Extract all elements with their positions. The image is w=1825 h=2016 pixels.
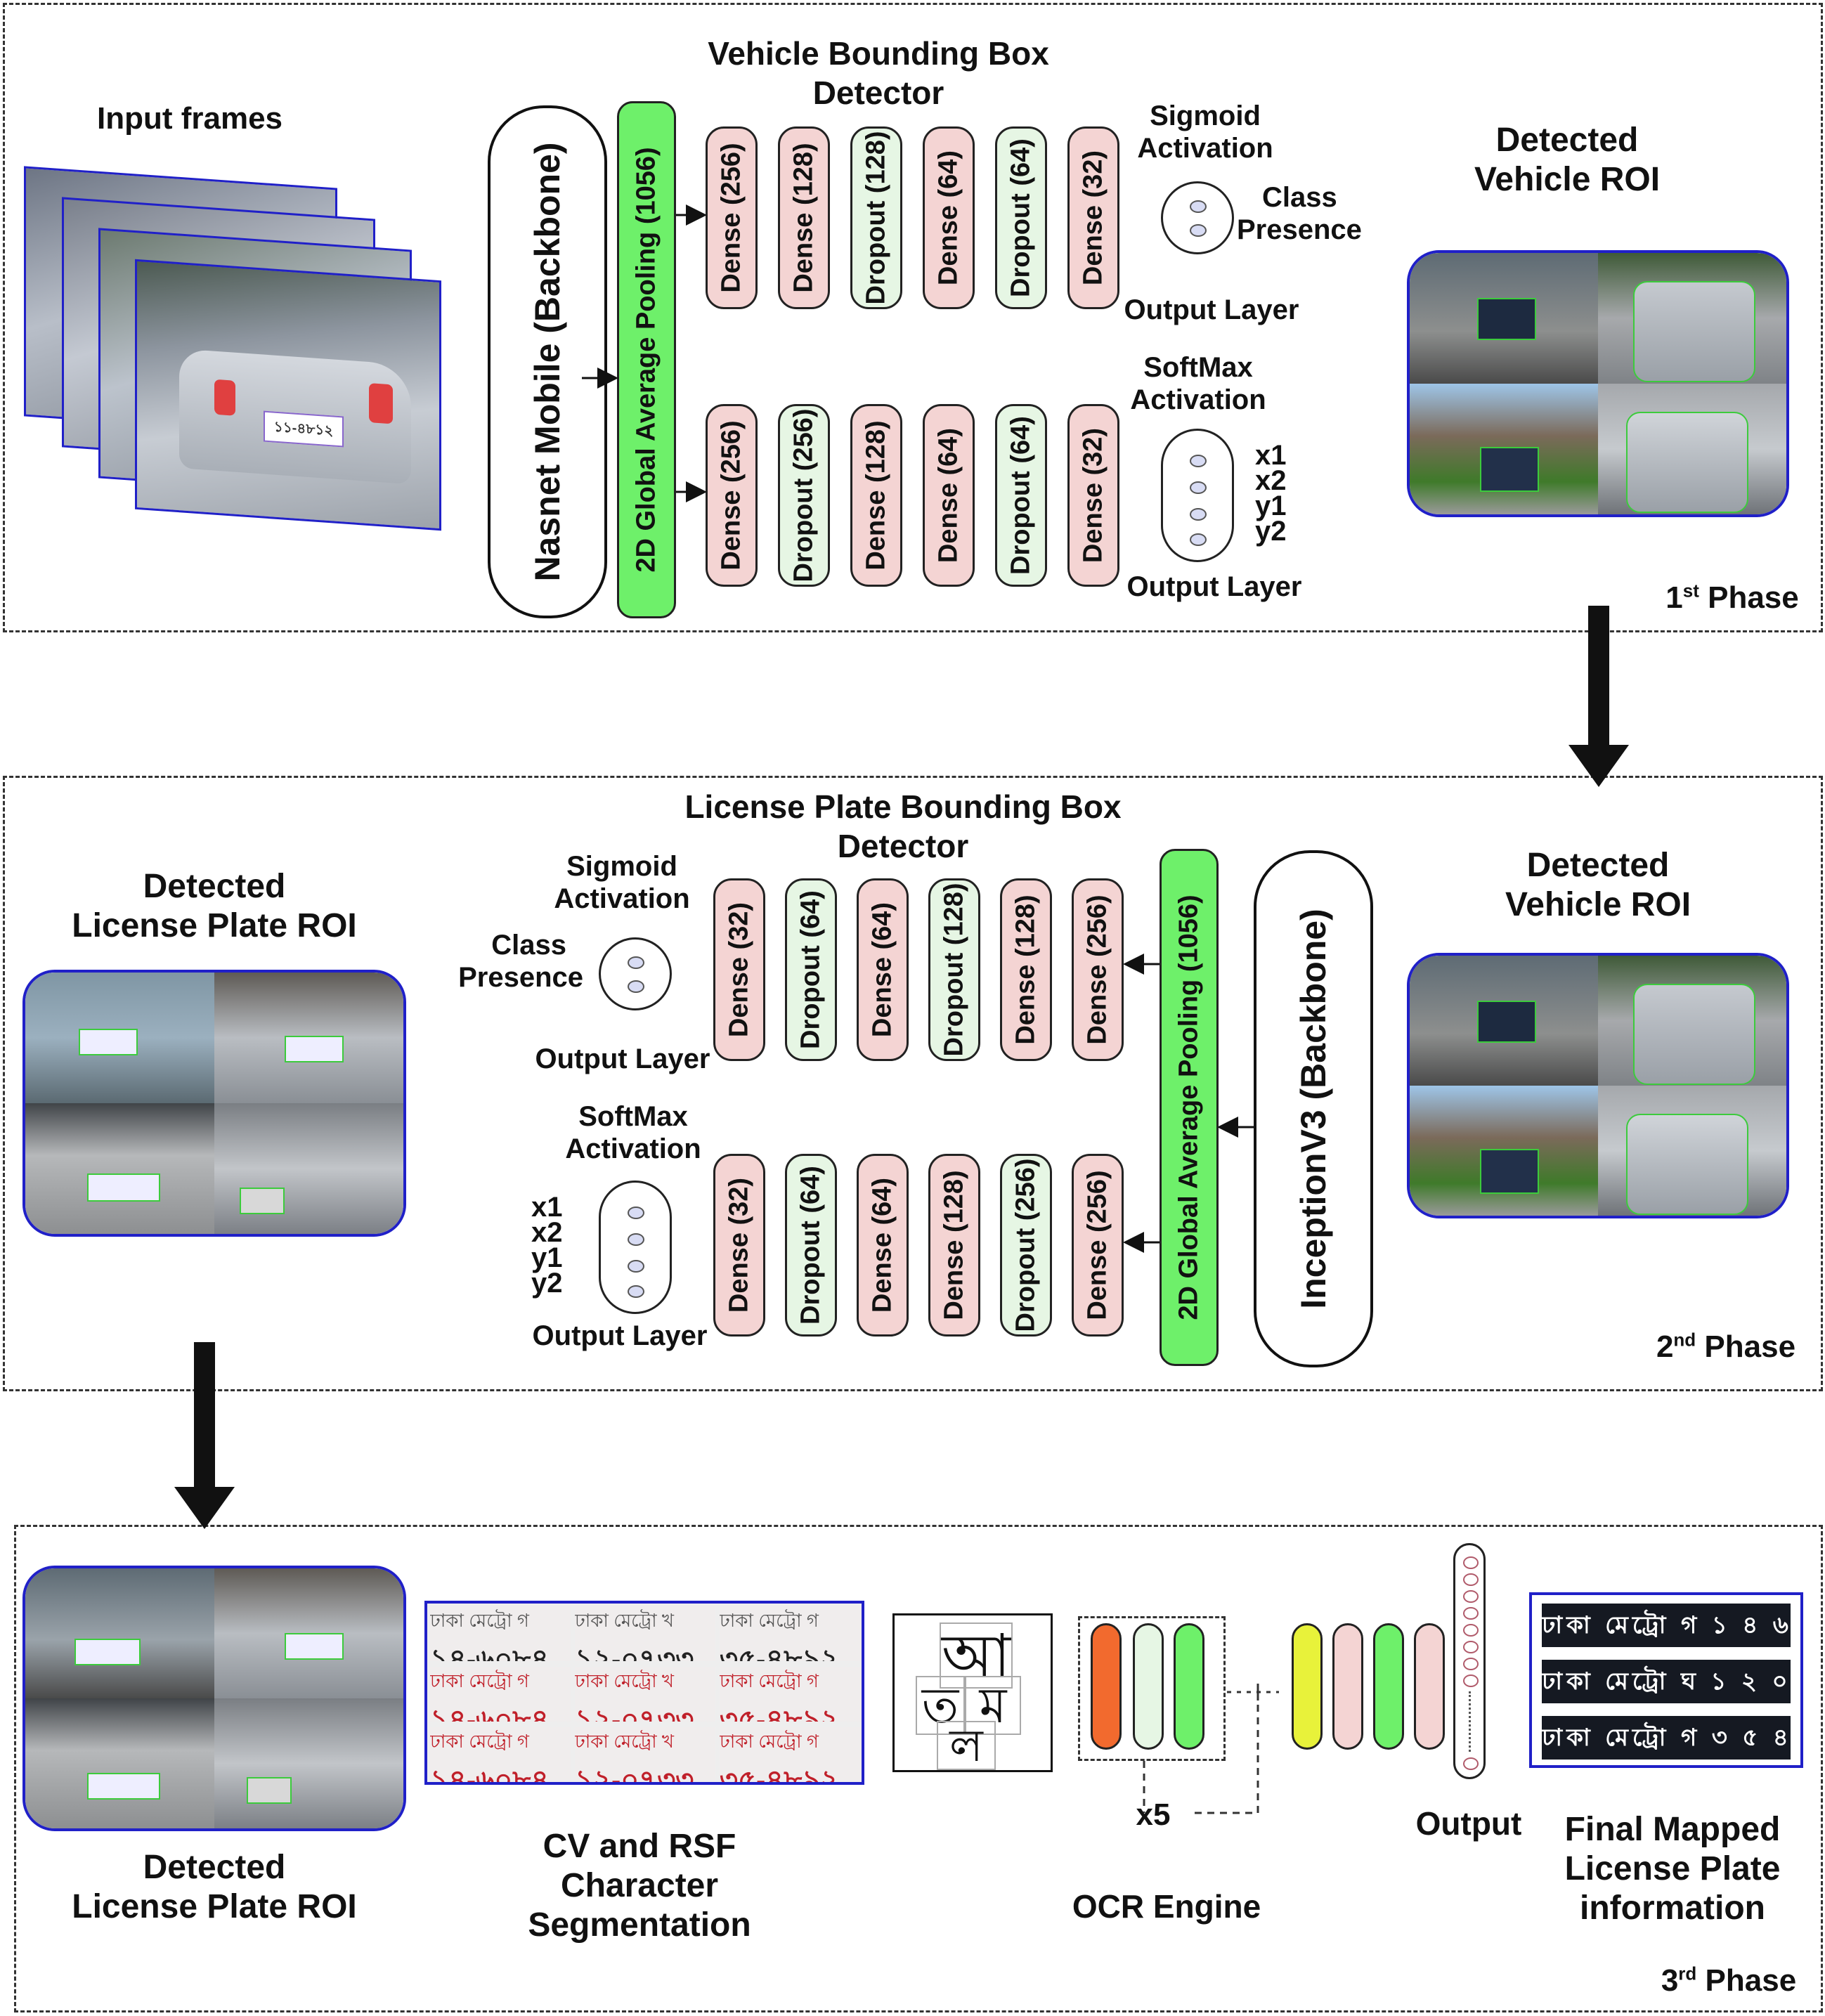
phase1-top-layer-6: Dense (32) — [1067, 126, 1119, 309]
phase-1-box — [3, 3, 1823, 632]
phase-3-box — [14, 1525, 1823, 2012]
phase2-pooling-layer: 2D Global Average Pooling (1056) — [1160, 849, 1219, 1366]
phase1-bottom-layer-4: Dense (64) — [923, 404, 975, 587]
arrow-phase1-to-phase2-shaft — [1588, 606, 1609, 746]
ocr-layer-pink-2 — [1414, 1623, 1445, 1750]
phase2-output-layer-bottom: Output Layer — [532, 1320, 708, 1351]
phase1-roi-image — [1407, 250, 1789, 517]
phase1-bottom-layer-6: Dense (32) — [1067, 404, 1119, 587]
phase1-phase-label: 1st Phase — [1665, 580, 1799, 615]
phase1-top-layer-5: Dropout (64) — [995, 126, 1047, 309]
phase2-bottom-layer-5: Dropout (256) — [1000, 1154, 1052, 1337]
phase2-output-layer-top: Output Layer — [535, 1043, 710, 1074]
phase1-top-layer-4: Dense (64) — [923, 126, 975, 309]
phase1-top-layer-1: Dense (256) — [706, 126, 758, 309]
phase2-bottom-layer-3: Dense (64) — [857, 1154, 909, 1337]
phase1-top-layer-2: Dense (128) — [778, 126, 830, 309]
ocr-layer-pink-1 — [1332, 1623, 1363, 1750]
output-neuron-column — [1453, 1543, 1486, 1779]
arrow-phase1-to-phase2-head — [1569, 745, 1629, 787]
ocr-layer-green — [1174, 1623, 1204, 1750]
nasnet-backbone: Nasnet Mobile (Backbone) — [488, 105, 607, 618]
phase1-bottom-layer-5: Dropout (64) — [995, 404, 1047, 587]
phase1-bottom-layer-2: Dropout (256) — [778, 404, 830, 587]
final-plate-row-3: ঢাকা মেট্রো গ ৩ ৫ ৪ ৮ ৯ ২ — [1542, 1716, 1825, 1760]
output-label: Output — [1415, 1805, 1522, 1842]
ocr-x5-label: x5 — [1136, 1797, 1171, 1832]
phase2-bottom-layer-6: Dense (256) — [1072, 1154, 1124, 1337]
phase2-top-layer-5: Dense (128) — [1000, 878, 1052, 1061]
arrow-phase2-to-phase3-shaft — [194, 1342, 215, 1490]
phase-2-box — [3, 776, 1823, 1391]
ocr-layer-orange — [1091, 1623, 1122, 1750]
phase1-coord-node — [1161, 429, 1234, 562]
phase2-bottom-layer-4: Dense (128) — [928, 1154, 980, 1337]
phase3-phase-label: 3rd Phase — [1661, 1963, 1797, 1998]
phase2-top-layer-2: Dropout (64) — [785, 878, 837, 1061]
ocr-x5-connector — [1143, 1692, 1259, 1814]
phase2-bottom-layer-2: Dropout (64) — [785, 1154, 837, 1337]
phase2-phase-label: 2nd Phase — [1656, 1329, 1796, 1364]
phase2-top-layer-1: Dense (32) — [713, 878, 765, 1061]
ocr-repeat-block — [1078, 1616, 1226, 1761]
phase3-lp-image — [22, 1566, 406, 1831]
phase2-coord-node — [599, 1181, 672, 1314]
phase2-top-layer-3: Dense (64) — [857, 878, 909, 1061]
phase2-bottom-layer-1: Dense (32) — [713, 1154, 765, 1337]
final-plate-row-2: ঢাকা মেট্রো ঘ ১ ২ ০ ৭ ৩ ৩ — [1542, 1660, 1825, 1703]
phase1-top-layer-3: Dropout (128) — [850, 126, 902, 309]
final-plate-panel: ঢাকা মেট্রো গ ১ ৪ ৬ ০ ৮ ৪ ঢাকা মেট্রো ঘ … — [1529, 1592, 1825, 1768]
final-plate-row-1: ঢাকা মেট্রো গ ১ ৪ ৬ ০ ৮ ৪ — [1542, 1604, 1825, 1647]
ocr-layer-yellow — [1292, 1623, 1323, 1750]
phase1-class-node — [1161, 181, 1234, 254]
ocr-engine-label: OCR Engine — [1072, 1888, 1261, 1925]
phase1-output-layer-bottom: Output Layer — [1126, 571, 1302, 602]
phase2-roi-image — [1407, 953, 1789, 1218]
arrow-phase2-to-phase3-head — [174, 1487, 235, 1529]
phase2-top-layer-4: Dropout (128) — [928, 878, 980, 1061]
ocr-layer-light — [1133, 1623, 1164, 1750]
segmented-characters: আ ত ম ল — [892, 1613, 1053, 1772]
phase1-pooling-layer: 2D Global Average Pooling (1056) — [617, 101, 676, 618]
phase1-output-layer-top: Output Layer — [1124, 294, 1299, 325]
phase2-class-node — [599, 937, 672, 1010]
inception-backbone: InceptionV3 (Backbone) — [1254, 850, 1373, 1367]
ocr-layer-green-2 — [1373, 1623, 1404, 1750]
phase2-lp-image — [22, 970, 406, 1237]
phase1-bottom-layer-3: Dense (128) — [850, 404, 902, 587]
input-frames-label: Input frames — [96, 101, 283, 136]
phase2-top-layer-6: Dense (256) — [1072, 878, 1124, 1061]
